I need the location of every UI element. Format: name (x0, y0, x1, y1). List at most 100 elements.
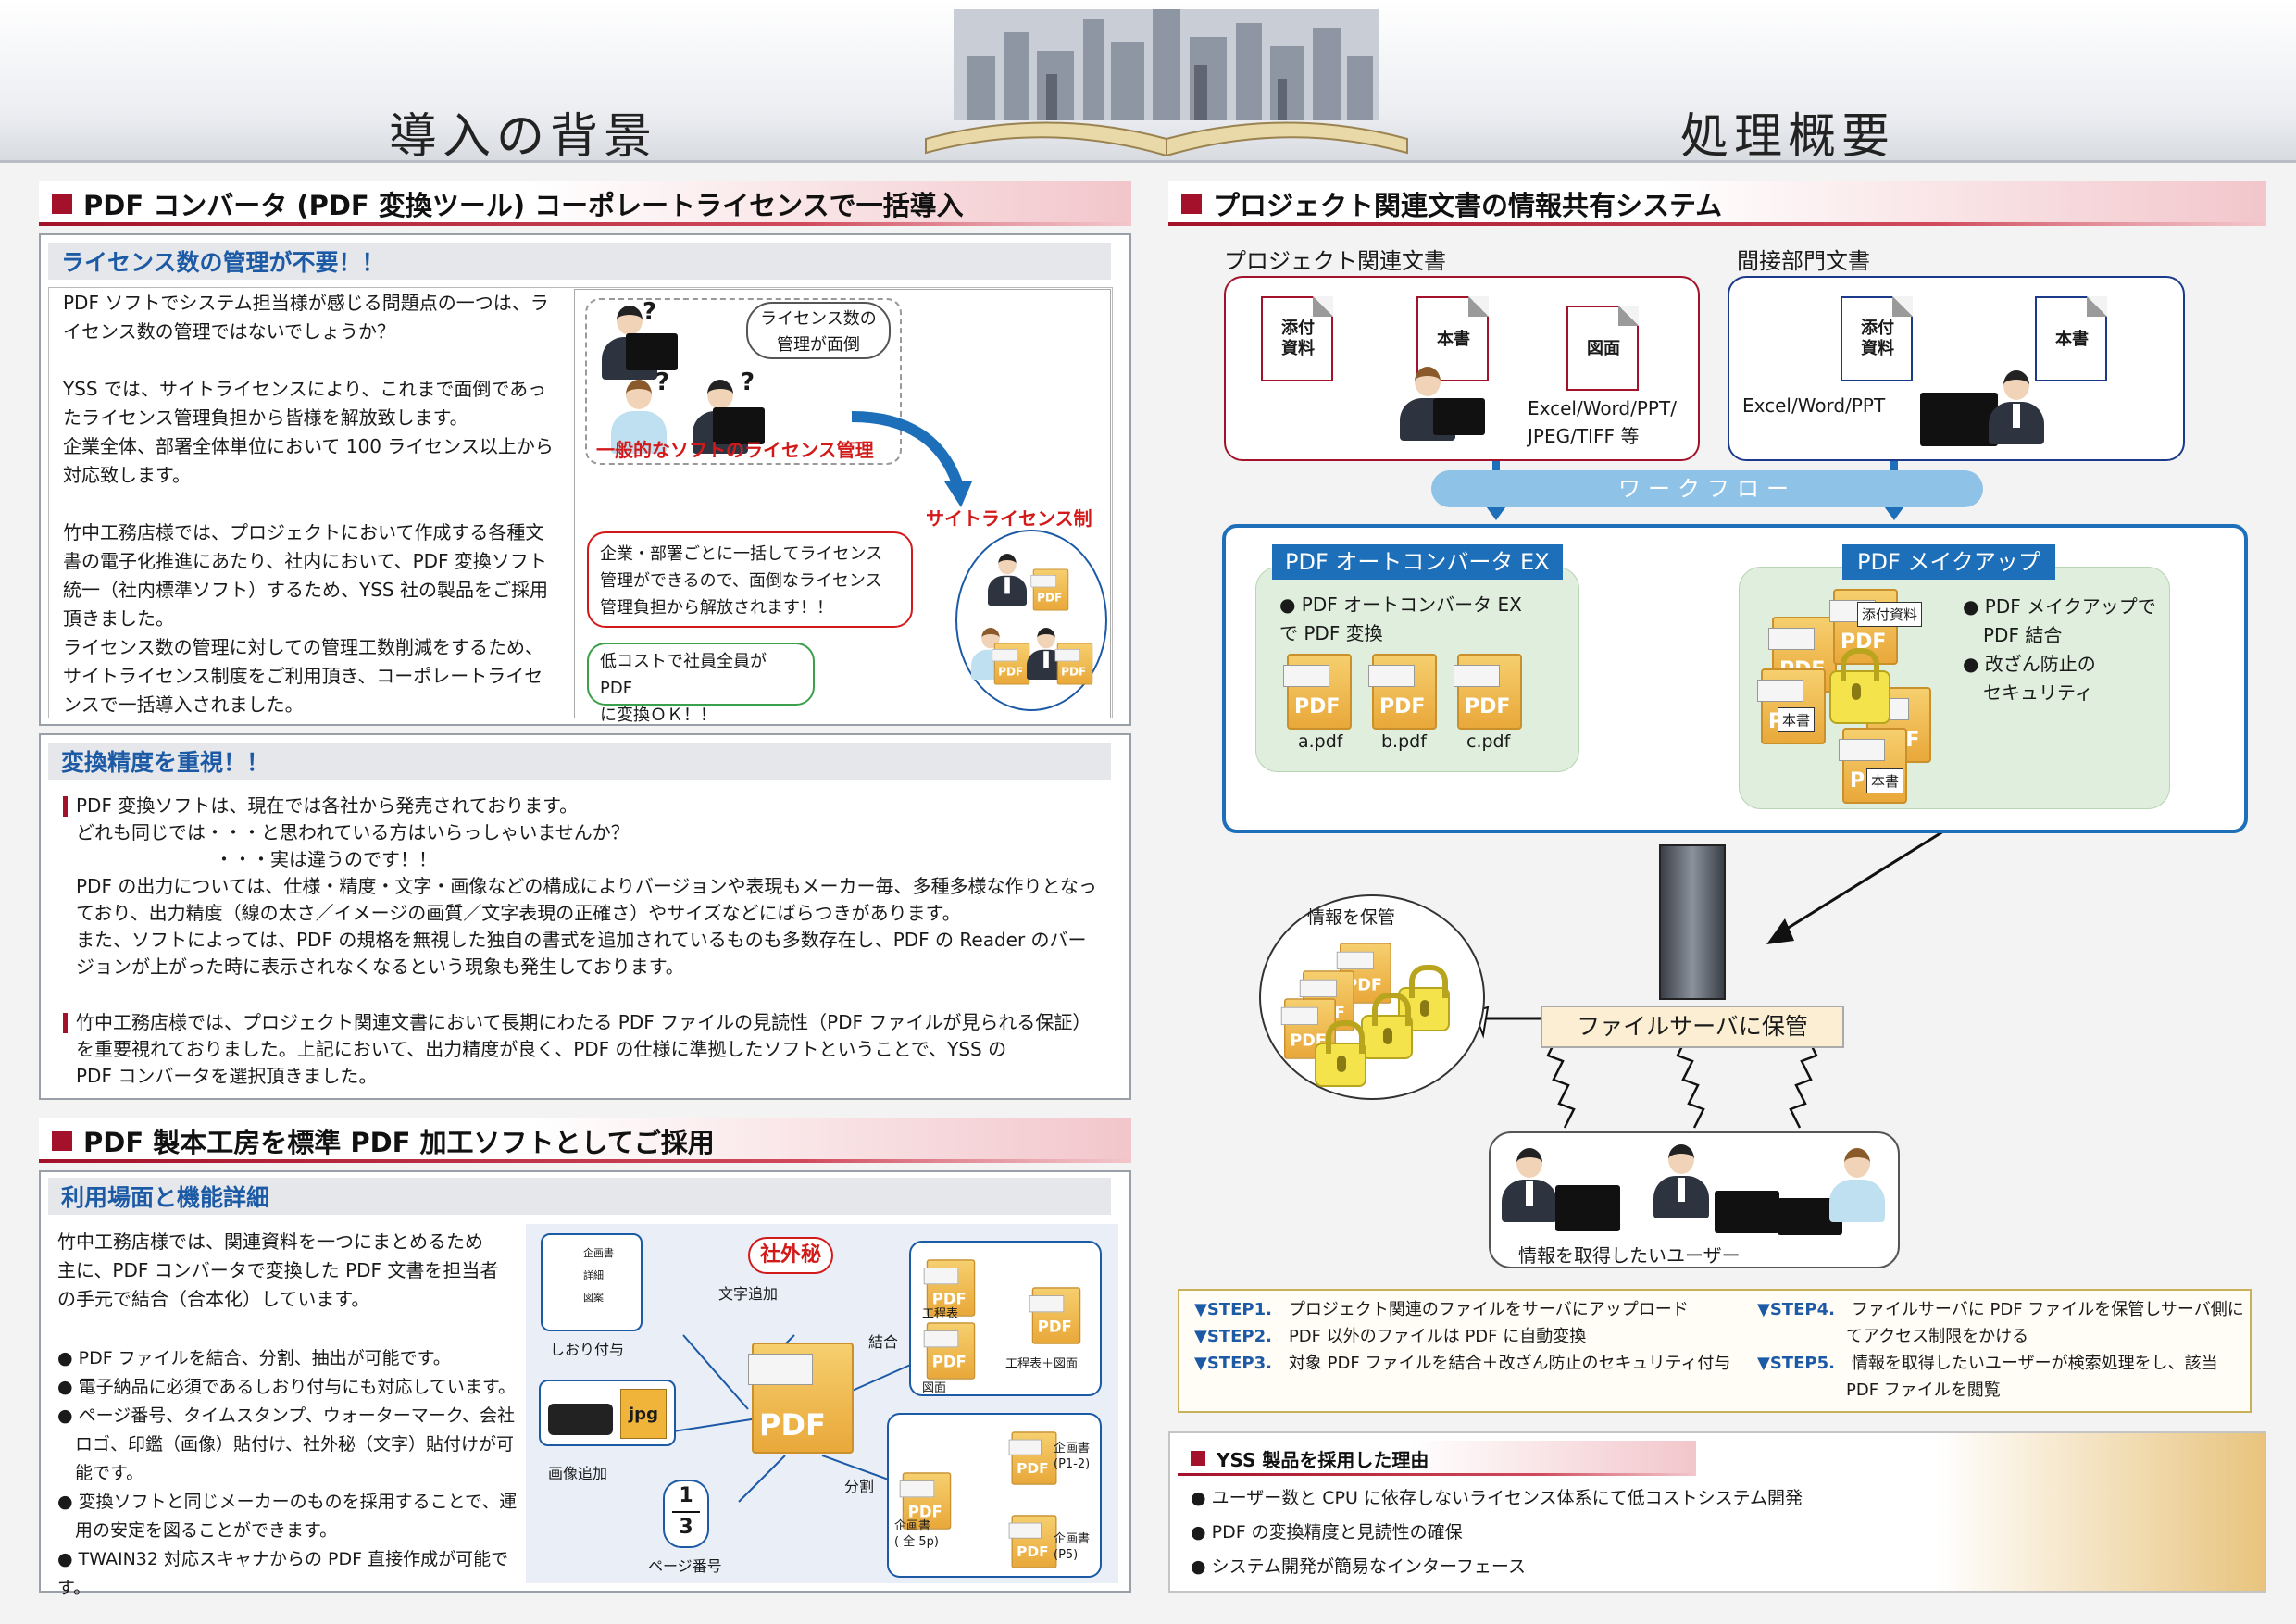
person-icon (1989, 370, 2044, 444)
question-mark: ? (643, 298, 657, 326)
formats-left: Excel/Word/PPT/ JPEG/TIFF 等 (1528, 397, 1677, 447)
attachment-doc-icon: 添付資料 (1841, 296, 1913, 381)
pdf-icon: PDF (1757, 668, 1826, 744)
makeup-attach-label: 添付資料 (1857, 602, 1923, 627)
pdf-icon: PDF (899, 1472, 952, 1530)
attachment-doc-icon: 添付資料 (1261, 296, 1333, 381)
label-page-number: ページ番号 (648, 1557, 722, 1575)
subheading-usage: 利用場面と機能詳細 (48, 1178, 1111, 1215)
steps-right: ▼STEP4. ファイルサーバに PDF ファイルを保管しサーバ側に てアクセス… (1757, 1300, 2244, 1400)
section-square-icon (1191, 1451, 1205, 1466)
pdf-icon: PDF (1054, 643, 1093, 685)
users-label: 情報を取得したいユーザー (1518, 1244, 1741, 1267)
label-drawing: 図面 (922, 1381, 947, 1395)
pdf-icon: PDF (1029, 1287, 1081, 1344)
page-header: 導入の背景 処理概要 (0, 0, 2296, 165)
section-square-icon (52, 194, 72, 214)
storage-label: 情報を保管 (1307, 907, 1396, 928)
benefit-box-red: 企業・部署ごとに一括してライセンス 管理ができるので、面倒なライセンス 管理負担… (587, 531, 913, 628)
section-title: プロジェクト関連文書の情報共有システム (1213, 190, 1723, 221)
lock-icon (1361, 993, 1413, 1059)
section-heading-pdf-seihon: PDF 製本工房を標準 PDF 加工ソフトとしてご採用 (39, 1118, 1131, 1163)
steps-panel (1178, 1289, 2252, 1413)
laptop-icon (1555, 1185, 1620, 1231)
benefit-box-green: 低コストで社員全員が PDF に変換ＯＫ！！ (587, 643, 815, 725)
page-number-badge: 1 3 (663, 1480, 709, 1548)
subheading-license: ライセンス数の管理が不要！！ (48, 243, 1111, 280)
usage-intro: 竹中工務店様では、関連資料を一つにまとめるため 主に、PDF コンバータで変換し… (57, 1230, 499, 1310)
label-split: 分割 (844, 1478, 875, 1495)
makeup-main-label: 本書 (1778, 707, 1816, 732)
scanner-icon (548, 1404, 613, 1435)
person-icon-female (611, 380, 667, 454)
converter-desc: ● PDF オートコンバータ EX で PDF 変換 (1279, 593, 1522, 644)
speech-bubble: ライセンス数の 管理が面倒 (746, 302, 891, 359)
subheading-accuracy: 変換精度を重視！！ (48, 743, 1111, 780)
label-plan-all: 企画書( 全 5p) (894, 1519, 939, 1549)
monitor-icon (1920, 393, 1998, 446)
label-image-add: 画像追加 (548, 1465, 608, 1482)
label-bookmark: しおり付与 (550, 1341, 625, 1358)
makeup-main-label: 本書 (1866, 768, 1904, 793)
section-title: PDF コンバータ (PDF 変換ツール) コーポレートライセンスで一括導入 (83, 190, 964, 221)
file-server-label: ファイルサーバに保管 (1541, 1006, 1844, 1048)
person-icon (1653, 1144, 1709, 1218)
section-heading-sharing-system: プロジェクト関連文書の情報共有システム (1168, 181, 2266, 226)
pdf-icon: PDF (923, 1322, 976, 1380)
right-page-title: 処理概要 (1680, 109, 1896, 165)
formats-right: Excel/Word/PPT (1742, 394, 1886, 417)
lock-icon (1829, 648, 1890, 724)
pdf-icon: PDF (923, 1259, 976, 1317)
general-license-label: 一般的なソフトのライセンス管理 (596, 439, 874, 461)
usage-bullets: ● PDF ファイルを結合、分割、抽出が可能です。 ● 電子納品に必須であるしお… (57, 1348, 518, 1598)
laptop-icon (713, 407, 765, 444)
pdf-icon: PDF (1008, 1431, 1057, 1485)
laptop-icon (626, 333, 678, 370)
bookmark-tree (541, 1233, 643, 1331)
label-schedule-drawing: 工程表＋図面 (1005, 1357, 1079, 1371)
left-page-title: 導入の背景 (389, 109, 658, 165)
converter-title: PDF オートコンバータ EX (1272, 544, 1563, 580)
drawing-doc-icon: 図面 (1566, 306, 1639, 391)
laptop-icon (1433, 398, 1485, 435)
arrow-icon (851, 411, 972, 507)
person-icon (1502, 1148, 1557, 1222)
book-city-illustration (925, 9, 1408, 157)
section-square-icon (52, 1131, 72, 1151)
accuracy-text-2: 竹中工務店様では、プロジェクト関連文書において長期にわたる PDF ファイルの見… (76, 1011, 1092, 1087)
label-text-add: 文字追加 (718, 1285, 779, 1303)
general-license-group (585, 298, 902, 465)
bullet-bar (63, 1013, 68, 1033)
question-mark: ? (741, 369, 755, 396)
steps-left: ▼STEP1. プロジェクト関連のファイルをサーバにアップロード ▼STEP2.… (1194, 1300, 1731, 1373)
confidential-stamp: 社外秘 (748, 1237, 833, 1274)
makeup-title: PDF メイクアップ (1842, 544, 2055, 580)
pdf-icon-c: PDF (1454, 654, 1522, 730)
filename-a: a.pdf (1298, 731, 1343, 752)
label-plan-p1-2: 企画書(P1-2) (1054, 1442, 1091, 1471)
license-paragraph: PDF ソフトでシステム担当様が感じる問題点の一つは、ラ イセンス数の管理ではな… (63, 292, 554, 716)
site-license-label: サイトライセンス制 (926, 507, 1092, 530)
label-schedule: 工程表 (922, 1307, 959, 1321)
question-mark: ? (655, 369, 670, 396)
indirect-docs-label: 間接部門文書 (1737, 248, 1870, 274)
filename-c: c.pdf (1466, 731, 1511, 752)
makeup-desc: ● PDF メイクアップで PDF 結合 ● 改ざん防止の セキュリティ (1963, 595, 2156, 704)
label-plan-p5: 企画書(P5) (1054, 1532, 1091, 1562)
main-doc-icon: 本書 (2035, 296, 2107, 381)
accuracy-panel (39, 733, 1131, 1100)
label-merge: 結合 (868, 1333, 899, 1351)
accuracy-text-1: PDF 変換ソフトは、現在では各社から発売されております。 どれも同じでは・・・… (76, 794, 1097, 978)
section-title: PDF 製本工房を標準 PDF 加工ソフトとしてご採用 (83, 1127, 715, 1158)
person-icon (988, 554, 1027, 606)
pdf-icon: PDF (1008, 1515, 1057, 1568)
jpg-icon: jpg (620, 1389, 667, 1439)
reasons-title: YSS 製品を採用した理由 (1217, 1448, 1429, 1471)
person-icon-female (1829, 1148, 1885, 1222)
bookmark-tree-items: 企画書 詳細 図案 (583, 1247, 614, 1304)
reasons-heading: YSS 製品を採用した理由 (1178, 1441, 1696, 1476)
pdf-icon-a: PDF (1283, 654, 1352, 730)
server-icon (1659, 844, 1726, 1000)
project-docs-label: プロジェクト関連文書 (1224, 248, 1446, 274)
pdf-center-icon: PDF (748, 1343, 854, 1454)
